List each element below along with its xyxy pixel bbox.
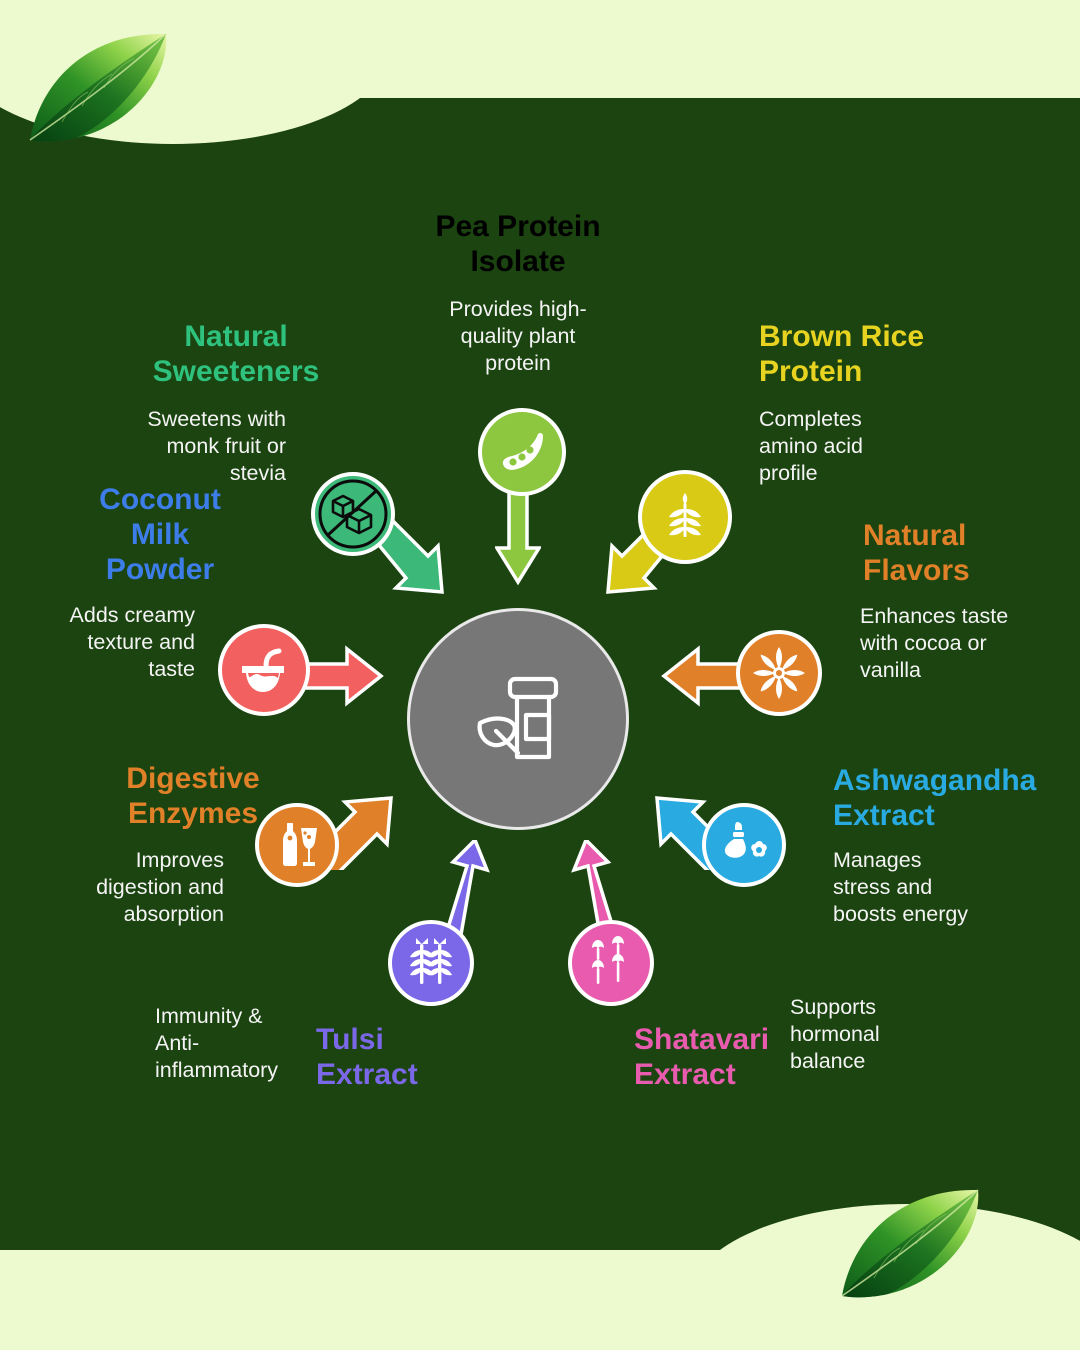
tulsi-sprigs-icon (410, 938, 452, 984)
node-icon-natural-flavors[interactable] (736, 630, 822, 716)
node-desc-shatavari-extract: Supports hormonal balance (790, 995, 880, 1073)
center-hub[interactable] (407, 608, 629, 830)
node-desc-pea-protein-isolate: Provides high- quality plant protein (449, 297, 587, 375)
node-title-coconut-milk-powder: Coconut Milk Powder (99, 483, 221, 586)
node-title-shatavari-extract: Shatavari Extract (634, 1023, 770, 1091)
node-desc-digestive-enzymes: Improves digestion and absorption (96, 848, 224, 926)
node-desc-coconut-milk-powder: Adds creamy texture and taste (69, 603, 195, 681)
bottle-and-glass-icon (283, 823, 317, 866)
supplement-bottle-leaf-icon (477, 676, 559, 760)
star-anise-icon (753, 647, 805, 699)
pea-pod-icon (502, 432, 543, 470)
shatavari-flowers-icon (592, 936, 624, 984)
no-sugar-cubes-icon (318, 479, 388, 549)
coconut-drink-icon (242, 648, 284, 692)
node-icon-pea-protein-isolate[interactable] (478, 408, 566, 496)
node-title-digestive-enzymes: Digestive Enzymes (126, 762, 260, 830)
node-title-natural-sweeteners: Natural Sweeteners (152, 320, 320, 388)
node-desc-natural-sweeteners: Sweetens with monk fruit or stevia (147, 407, 286, 485)
node-icon-tulsi-extract[interactable] (388, 920, 474, 1006)
node-desc-ashwagandha-extract: Manages stress and boosts energy (833, 848, 969, 926)
node-title-brown-rice-protein: Brown Rice Protein (759, 320, 925, 388)
node-title-natural-flavors: Natural Flavors (863, 519, 970, 587)
node-icon-digestive-enzymes[interactable] (255, 803, 339, 887)
grain-stalk-icon (669, 493, 701, 537)
node-title-ashwagandha-extract: Ashwagandha Extract (833, 764, 1037, 832)
node-icon-shatavari-extract[interactable] (568, 920, 654, 1006)
node-icon-brown-rice-protein[interactable] (638, 470, 732, 564)
node-title-pea-protein-isolate: Pea Protein Isolate (435, 210, 601, 278)
node-desc-natural-flavors: Enhances taste with cocoa or vanilla (860, 604, 1009, 682)
node-icon-ashwagandha-extract[interactable] (702, 803, 786, 887)
node-icon-coconut-milk-powder[interactable] (218, 624, 310, 716)
node-icon-natural-sweeteners[interactable] (311, 472, 395, 556)
node-desc-brown-rice-protein: Completes amino acid profile (759, 407, 863, 485)
node-title-tulsi-extract: Tulsi Extract (316, 1023, 418, 1091)
ashwagandha-root-flower-icon (724, 822, 767, 858)
node-desc-tulsi-extract: Immunity & Anti- inflammatory (155, 1004, 279, 1082)
